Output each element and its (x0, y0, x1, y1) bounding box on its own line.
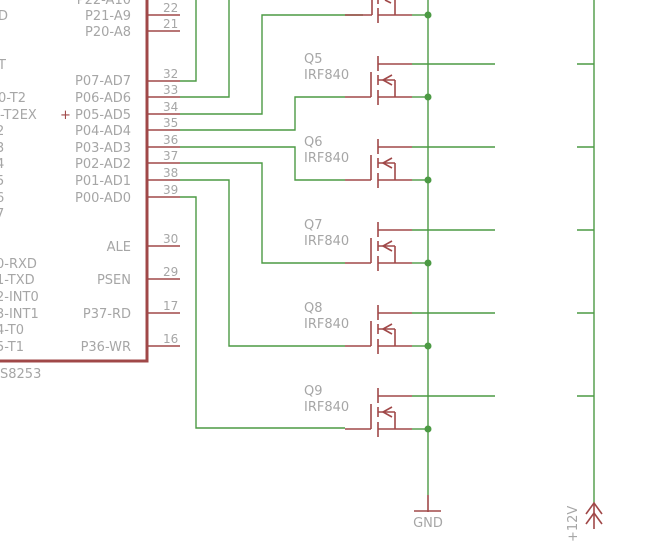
pin-number-32: 32 (163, 67, 178, 81)
arrow-icon (381, 406, 393, 418)
pin-number-36: 36 (163, 133, 178, 147)
pin-label-p05: P05-AD5 (75, 108, 131, 123)
mosfets (345, 56, 495, 437)
pin-label-p07: P07-AD7 (75, 74, 131, 89)
pin-number-39: 39 (163, 183, 178, 197)
pin-label-ale: ALE (107, 240, 131, 255)
pin-number-17: 17 (163, 299, 178, 313)
pin-number-34: 34 (163, 100, 178, 114)
net-pin34[interactable] (180, 14, 363, 115)
q9-ref: Q9 (304, 384, 323, 399)
pin-label-p01: P01-AD1 (75, 174, 131, 189)
left-label: 4 (0, 157, 4, 172)
left-label: 6 (0, 191, 4, 206)
net-pin37[interactable] (180, 162, 345, 264)
pin-label-p36: P36-WR (81, 340, 131, 355)
ic-outline (0, 0, 149, 363)
arrow-icon (381, 240, 393, 252)
mosfet-q7[interactable] (345, 222, 495, 271)
pin-number-30: 30 (163, 232, 178, 246)
ic-right-pins: P22-A10 22 P21-A9 21 P20-A8 32 P07-AD7 3… (75, 0, 180, 355)
left-label: 1-TXD (0, 273, 35, 288)
ic-left-labels: D T 0-T2 -T2EX 2 3 4 5 6 7 0-RXD 1-TXD 2… (0, 9, 39, 355)
pin-number-21: 21 (163, 17, 178, 31)
left-label: 0-RXD (0, 257, 37, 272)
q5-value: IRF840 (304, 68, 349, 83)
net-pin33[interactable] (180, 0, 230, 98)
pin-label-p06: P06-AD6 (75, 91, 131, 106)
q6-ref: Q6 (304, 135, 323, 150)
ic-name: S8253 (0, 367, 41, 382)
mosfet-q9[interactable] (345, 388, 495, 437)
mosfet-q6[interactable] (345, 139, 495, 188)
left-label: T (0, 58, 6, 73)
gnd-label: GND (413, 516, 443, 531)
pin-label-p22: P22-A10 (77, 0, 131, 8)
pin-label-p21: P21-A9 (85, 9, 131, 24)
q7-value: IRF840 (304, 234, 349, 249)
left-label: D (0, 9, 8, 24)
pin-number-33: 33 (163, 83, 178, 97)
ic-plus-marker: + (60, 108, 71, 123)
left-label: 3 (0, 141, 4, 156)
net-pin35[interactable] (180, 96, 345, 131)
pin-number-37: 37 (163, 149, 178, 163)
left-label: 5-T1 (0, 340, 24, 355)
left-label: 0-T2 (0, 91, 26, 106)
pin-label-p00: P00-AD0 (75, 191, 131, 206)
vcc-symbol (585, 501, 603, 529)
pin-label-p02: P02-AD2 (75, 157, 131, 172)
mosfet-labels: Q5 IRF840 Q6 IRF840 Q7 IRF840 Q8 IRF840 … (304, 52, 349, 415)
left-label: 2 (0, 124, 4, 139)
microcontroller-ic[interactable]: S8253 + (0, 0, 149, 382)
mosfet-q4-partial[interactable] (345, 0, 432, 23)
vcc-net: +12V (566, 0, 603, 542)
pin-number-35: 35 (163, 116, 178, 130)
q6-value: IRF840 (304, 151, 349, 166)
q7-ref: Q7 (304, 218, 323, 233)
pin-number-16: 16 (163, 332, 178, 346)
left-label: 2-INT0 (0, 290, 39, 305)
left-label: 3-INT1 (0, 307, 39, 322)
gnd-net: GND (413, 0, 443, 531)
pin-number-38: 38 (163, 166, 178, 180)
left-label: 7 (0, 207, 4, 222)
pin-number-29: 29 (163, 265, 178, 279)
mosfet-q5[interactable] (345, 56, 495, 105)
vcc-arrow-top (585, 501, 603, 515)
q8-ref: Q8 (304, 301, 323, 316)
pin-label-p37: P37-RD (83, 307, 131, 322)
left-label: -T2EX (0, 108, 37, 123)
arrow-icon (381, 323, 393, 335)
arrow-icon (381, 74, 393, 86)
vcc-label: +12V (566, 506, 581, 542)
gate-nets (180, 0, 363, 429)
arrow (384, 0, 392, 4)
arrow-icon (381, 157, 393, 169)
left-label: 4-T0 (0, 323, 24, 338)
mosfet-q8[interactable] (345, 305, 495, 354)
net-pin39[interactable] (180, 196, 345, 429)
net-pin36[interactable] (180, 146, 345, 181)
pin-number-22: 22 (163, 1, 178, 15)
pin-label-psen: PSEN (97, 273, 131, 288)
net-pin38[interactable] (180, 179, 345, 347)
pin-label-p20: P20-A8 (85, 25, 131, 40)
q5-ref: Q5 (304, 52, 323, 67)
q9-value: IRF840 (304, 400, 349, 415)
vcc-arrow-bottom (585, 511, 603, 525)
pin-label-p03: P03-AD3 (75, 141, 131, 156)
left-label: 5 (0, 174, 4, 189)
pin-label-p04: P04-AD4 (75, 124, 131, 139)
net-pin32[interactable] (180, 0, 197, 82)
q8-value: IRF840 (304, 317, 349, 332)
